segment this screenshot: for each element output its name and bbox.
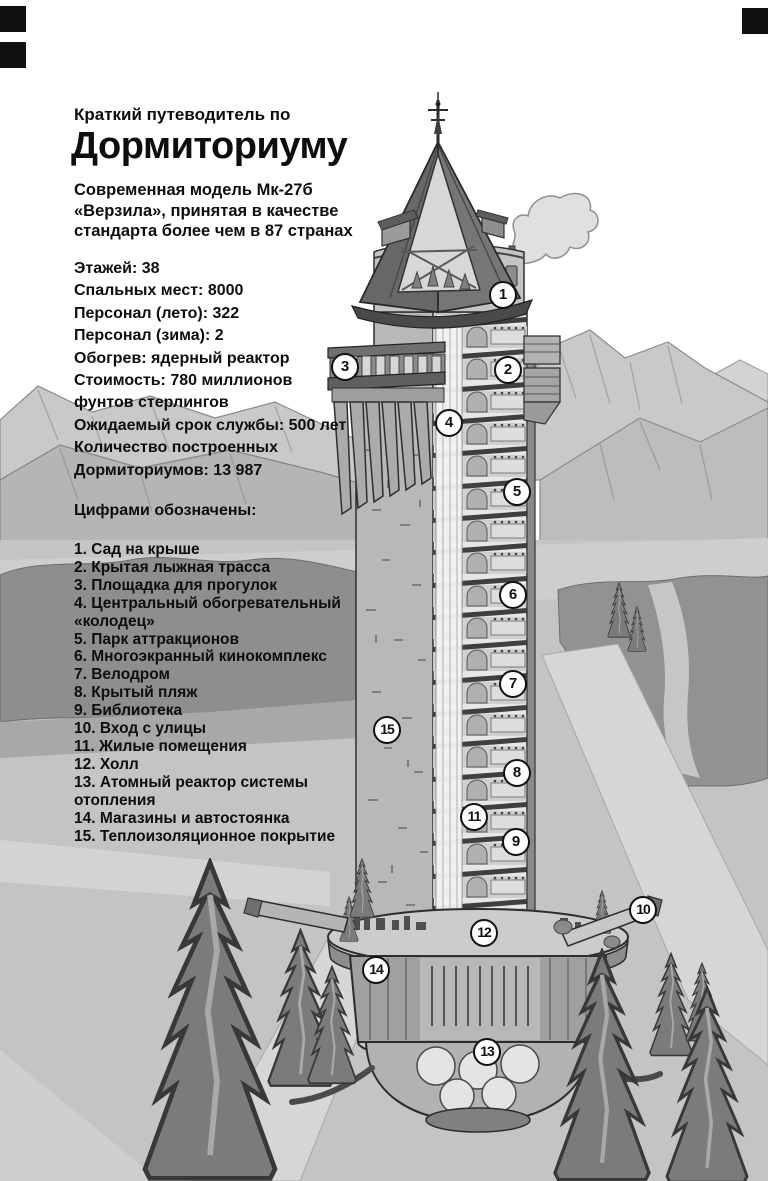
- callout-marker-14: 14: [362, 956, 390, 984]
- callout-marker-11: 11: [460, 803, 488, 831]
- stat-line: Этажей: 38: [74, 260, 160, 277]
- stat-line: Спальных мест: 8000: [74, 282, 244, 300]
- mountains-left: [0, 385, 363, 553]
- callout-marker-13: 13: [473, 1038, 501, 1066]
- callout-marker-7: 7: [499, 670, 527, 698]
- observation-balcony: [327, 341, 446, 516]
- roof: [358, 141, 522, 314]
- model-subtitle: Современная модель Мк-27б «Верзила», прин…: [74, 180, 353, 242]
- ski-run-bays: [523, 335, 562, 425]
- mountains-right: [504, 329, 768, 571]
- page-kicker: Краткий путеводитель по: [74, 105, 291, 124]
- stat-line: Персонал (зима): 2: [74, 327, 224, 345]
- river: [648, 582, 700, 778]
- stat-line: Стоимость: 780 миллионов: [74, 372, 293, 390]
- legend-line: 14. Магазины и автостоянка: [74, 809, 290, 827]
- legend-line: отопления: [74, 791, 156, 809]
- callout-marker-5: 5: [503, 478, 531, 506]
- buttresses: [333, 401, 432, 516]
- spire-weathervane: [428, 92, 448, 148]
- subtitle-line: «Верзила», принятая в качестве: [74, 201, 339, 220]
- stat-line: Количество построенных: [74, 439, 278, 457]
- callout-marker-1: 1: [489, 281, 517, 309]
- road-right: [541, 643, 768, 1066]
- forest-band-left: [0, 556, 359, 758]
- legend-line: 6. Многоэкранный кинокомплекс: [74, 648, 327, 666]
- callout-marker-3: 3: [331, 353, 359, 381]
- legend-line: 11. Жилые помещения: [74, 737, 247, 755]
- legend-heading: Цифрами обозначены:: [74, 502, 257, 519]
- legend-line: 15. Теплоизоляционное покрытие: [74, 827, 336, 845]
- callout-marker-8: 8: [503, 759, 531, 787]
- callout-marker-6: 6: [499, 581, 527, 609]
- callout-marker-12: 12: [470, 919, 498, 947]
- legend-line: 3. Площадка для прогулок: [74, 576, 277, 594]
- legend-line: «колодец»: [74, 612, 155, 630]
- stat-line: Дормиториумов: 13 987: [74, 461, 263, 479]
- page-title: Дормиториуму: [71, 125, 348, 167]
- legend-line: 13. Атомный реактор системы: [74, 773, 308, 791]
- stat-line: фунтов стерлингов: [74, 394, 229, 412]
- legend-line: 2. Крытая лыжная трасса: [74, 558, 271, 576]
- roof-eaves: [350, 299, 534, 329]
- legend-line: 12. Холл: [74, 755, 139, 773]
- legend-line: 9. Библиотека: [74, 702, 183, 720]
- legend-line: 1. Сад на крыше: [74, 541, 200, 558]
- legend-line: 5. Парк аттракционов: [74, 630, 240, 648]
- smoke-plume: [511, 192, 599, 265]
- legend-line: 4. Центральный обогревательный: [74, 594, 341, 612]
- foreground-trees: [145, 858, 747, 1181]
- registration-mark: [0, 6, 26, 32]
- registration-mark: [742, 8, 768, 34]
- stat-line: Персонал (лето): 322: [74, 304, 240, 322]
- callout-marker-10: 10: [629, 896, 657, 924]
- callout-marker-4: 4: [435, 409, 463, 437]
- legend-line: 10. Вход с улицы: [74, 720, 206, 738]
- subtitle-line: стандарта более чем в 87 странах: [74, 222, 353, 240]
- bush: [553, 919, 573, 935]
- callout-marker-9: 9: [502, 828, 530, 856]
- bush: [603, 935, 621, 949]
- reactor-pipe-left: [289, 1065, 375, 1105]
- registration-mark: [0, 42, 26, 68]
- stat-line: Обогрев: ядерный реактор: [74, 349, 290, 367]
- subtitle-line: Современная модель Мк-27б: [74, 181, 313, 199]
- callout-marker-15: 15: [373, 716, 401, 744]
- legend-line: 7. Велодром: [74, 666, 170, 684]
- legend-line: 8. Крытый пляж: [74, 684, 198, 702]
- stat-line: Ожидаемый срок службы: 500 лет: [74, 416, 347, 434]
- callout-marker-2: 2: [494, 356, 522, 384]
